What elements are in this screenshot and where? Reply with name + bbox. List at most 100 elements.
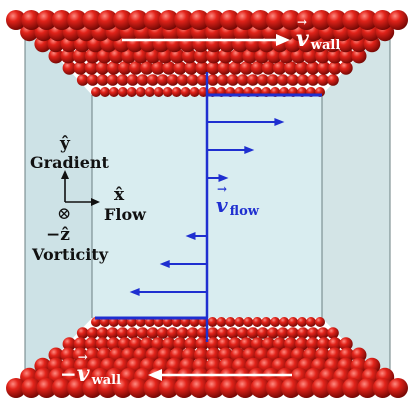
bead [51,378,72,398]
bead [218,48,234,64]
bead [180,87,191,97]
flow-arrowhead [218,174,229,182]
bead [67,10,88,30]
bead [84,337,99,351]
bead [257,74,269,86]
bead [97,10,118,30]
bead [261,337,276,351]
bead [84,61,99,75]
bead [177,74,189,86]
bead [108,87,119,97]
bead [173,61,187,75]
bead [171,87,182,97]
bead [73,61,88,75]
bead [278,48,294,64]
bead [217,327,229,339]
bead [106,61,121,75]
bead [311,378,332,398]
bead [217,61,231,75]
bead [243,317,254,327]
bead [91,87,101,97]
bead [76,74,89,86]
bead [207,327,219,339]
bead [116,327,129,339]
bead [239,337,254,351]
bead [281,10,301,30]
flow-arrowhead [274,118,285,126]
bead [272,337,287,351]
bead [250,61,265,75]
bead [82,10,103,30]
bead [261,317,272,327]
bead [235,378,256,398]
bead [174,378,195,398]
bead [239,61,254,75]
bead [290,48,306,64]
bead [100,87,110,97]
bead [189,87,200,97]
bead [265,378,286,398]
bead [225,317,236,327]
bead [315,317,325,327]
bead [206,61,220,75]
bead [118,337,132,351]
bead [339,61,353,75]
bead [106,337,121,351]
bead [206,337,220,351]
bead [187,74,199,86]
bead [157,74,169,86]
flow-arrowhead [159,260,170,268]
bead [270,317,281,327]
bead [306,337,320,351]
bead [167,327,179,339]
bead [117,87,128,97]
bead [151,337,165,351]
bead [21,10,42,30]
bead [197,74,209,86]
bead [261,61,276,75]
bead [60,48,76,64]
bead [234,317,245,327]
bead [328,337,342,351]
bead [288,317,299,327]
bead [96,74,109,86]
bead [326,10,347,30]
bead [228,337,242,351]
bead [342,378,363,398]
bead [6,378,26,398]
bead [297,327,309,339]
bead [135,87,146,97]
bead [76,327,89,339]
bead [181,48,197,64]
bead [327,327,339,339]
bead [317,327,329,339]
bead [237,74,249,86]
bead [128,378,149,398]
bead [247,74,259,86]
bead [184,61,198,75]
bead [388,10,408,30]
bead [143,378,164,398]
bead [284,337,298,351]
bead [36,378,57,398]
bead [267,74,279,86]
bead [121,48,137,64]
bead [184,337,198,351]
bead [113,10,133,30]
bead [95,61,110,75]
bead [317,74,329,86]
bead [147,327,159,339]
bead [157,327,169,339]
bead [118,61,132,75]
bead [227,74,239,86]
bead [388,378,408,398]
bead [158,378,179,398]
box-right-face [322,22,390,388]
bead [72,48,88,64]
bead [6,10,26,30]
bead [106,74,119,86]
bead [189,10,210,30]
bead [297,317,308,327]
bead [306,61,320,75]
